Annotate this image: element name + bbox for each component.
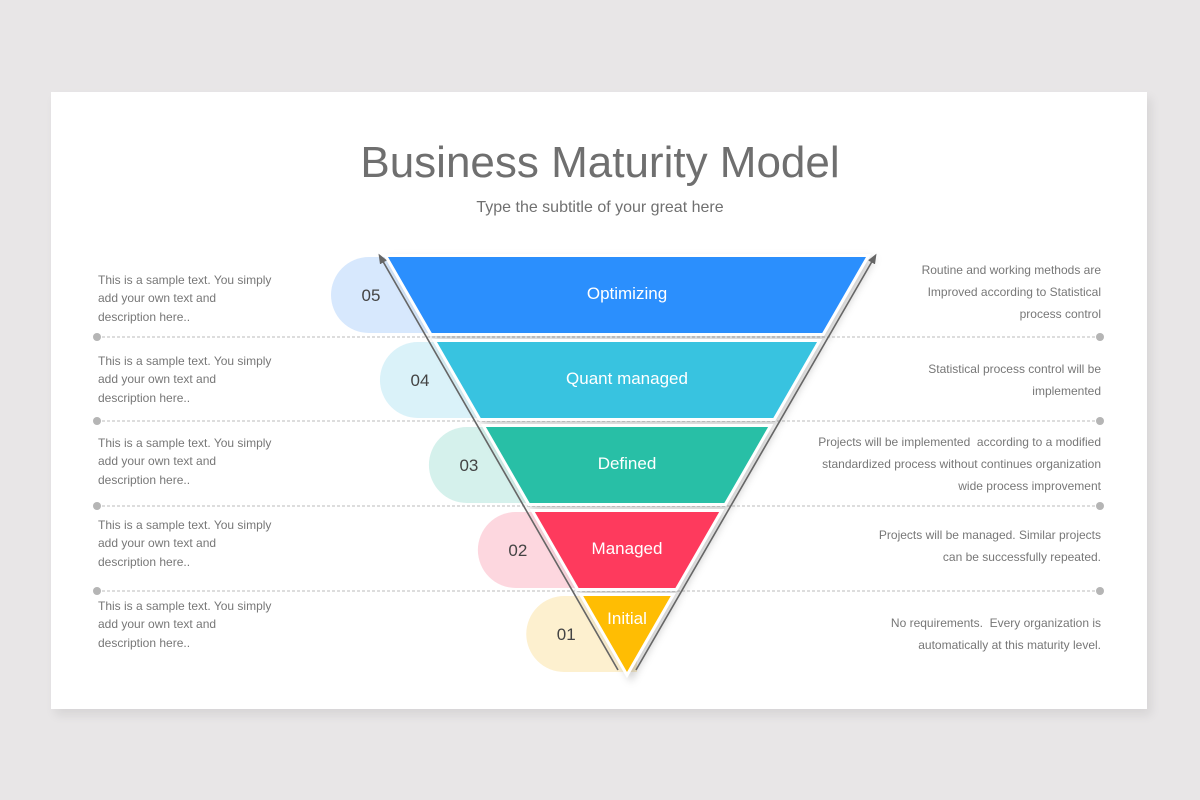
right-description-line: Statistical process control will be <box>928 362 1101 376</box>
level-band <box>388 257 866 333</box>
left-description: This is a sample text. You simply add you… <box>98 597 298 652</box>
level-number: 01 <box>557 625 576 644</box>
level-label: Quant managed <box>566 369 688 388</box>
right-description-line: Projects will be managed. Similar projec… <box>878 528 1101 542</box>
left-description-line: add your own text and <box>98 291 217 306</box>
left-description-line: add your own text and <box>98 536 217 551</box>
right-description-line: wide process improvement <box>958 479 1101 493</box>
level-band <box>485 427 769 503</box>
right-arrow-icon <box>635 253 877 671</box>
left-description-line: This is a sample text. You simply <box>98 518 272 532</box>
left-description-line: add your own text and <box>98 454 217 469</box>
right-description-line: can be successfully repeated. <box>942 550 1101 564</box>
level-label: Initial <box>607 609 647 628</box>
slide-subtitle: Type the subtitle of your great here <box>476 199 724 216</box>
right-description-line: Improved according to Statistical <box>927 285 1101 299</box>
left-description-line: This is a sample text. You simply <box>98 354 272 368</box>
divider-dot-left <box>93 417 101 425</box>
right-description-line: process control <box>1019 307 1101 321</box>
right-description: No requirements. Every organization is au… <box>801 612 1101 656</box>
level-band <box>436 342 818 418</box>
level-band <box>534 512 720 588</box>
right-description-line: automatically at this maturity level. <box>918 638 1101 652</box>
level-number: 02 <box>508 541 527 560</box>
right-description: Projects will be implemented according t… <box>801 431 1101 497</box>
right-description-line: Routine and working methods are <box>921 263 1101 277</box>
level-band <box>583 596 671 672</box>
left-description-line: description here.. <box>98 472 191 487</box>
left-description-line: description here.. <box>98 554 191 569</box>
divider-dot-left <box>93 587 101 595</box>
left-description: This is a sample text. You simply add you… <box>98 434 298 489</box>
level-number: 05 <box>362 286 381 305</box>
right-description-line: No requirements. Every organization is <box>890 616 1101 630</box>
left-description-line: This is a sample text. You simply <box>98 599 272 613</box>
left-description: This is a sample text. You simply add you… <box>98 352 298 407</box>
level-label: Managed <box>592 539 663 558</box>
divider-dot-left <box>93 502 101 510</box>
left-description-line: description here.. <box>98 390 191 405</box>
left-description: This is a sample text. You simply add you… <box>98 271 298 326</box>
left-description-line: This is a sample text. You simply <box>98 273 272 287</box>
right-description-line: Projects will be implemented according t… <box>818 435 1101 449</box>
left-arrow-icon <box>378 253 619 671</box>
left-description-line: description here.. <box>98 309 191 324</box>
level-number: 04 <box>410 371 429 390</box>
divider-dot-right <box>1096 502 1104 510</box>
level-number: 03 <box>459 456 478 475</box>
left-description: This is a sample text. You simply add you… <box>98 516 298 571</box>
right-description-line: standardized process without continues o… <box>822 457 1101 471</box>
left-description-line: This is a sample text. You simply <box>98 436 272 450</box>
right-description-line: implemented <box>1032 384 1101 398</box>
level-label: Optimizing <box>587 284 667 303</box>
divider-dot-right <box>1096 587 1104 595</box>
left-description-line: add your own text and <box>98 617 217 632</box>
right-description: Projects will be managed. Similar projec… <box>801 524 1101 568</box>
right-description: Statistical process control will be imple… <box>801 358 1101 402</box>
slide-title: Business Maturity Model <box>360 138 840 187</box>
divider-dot-right <box>1096 333 1104 341</box>
left-description-line: add your own text and <box>98 372 217 387</box>
left-description-line: description here.. <box>98 635 191 650</box>
divider-dot-right <box>1096 417 1104 425</box>
level-label: Defined <box>598 454 657 473</box>
divider-dot-left <box>93 333 101 341</box>
